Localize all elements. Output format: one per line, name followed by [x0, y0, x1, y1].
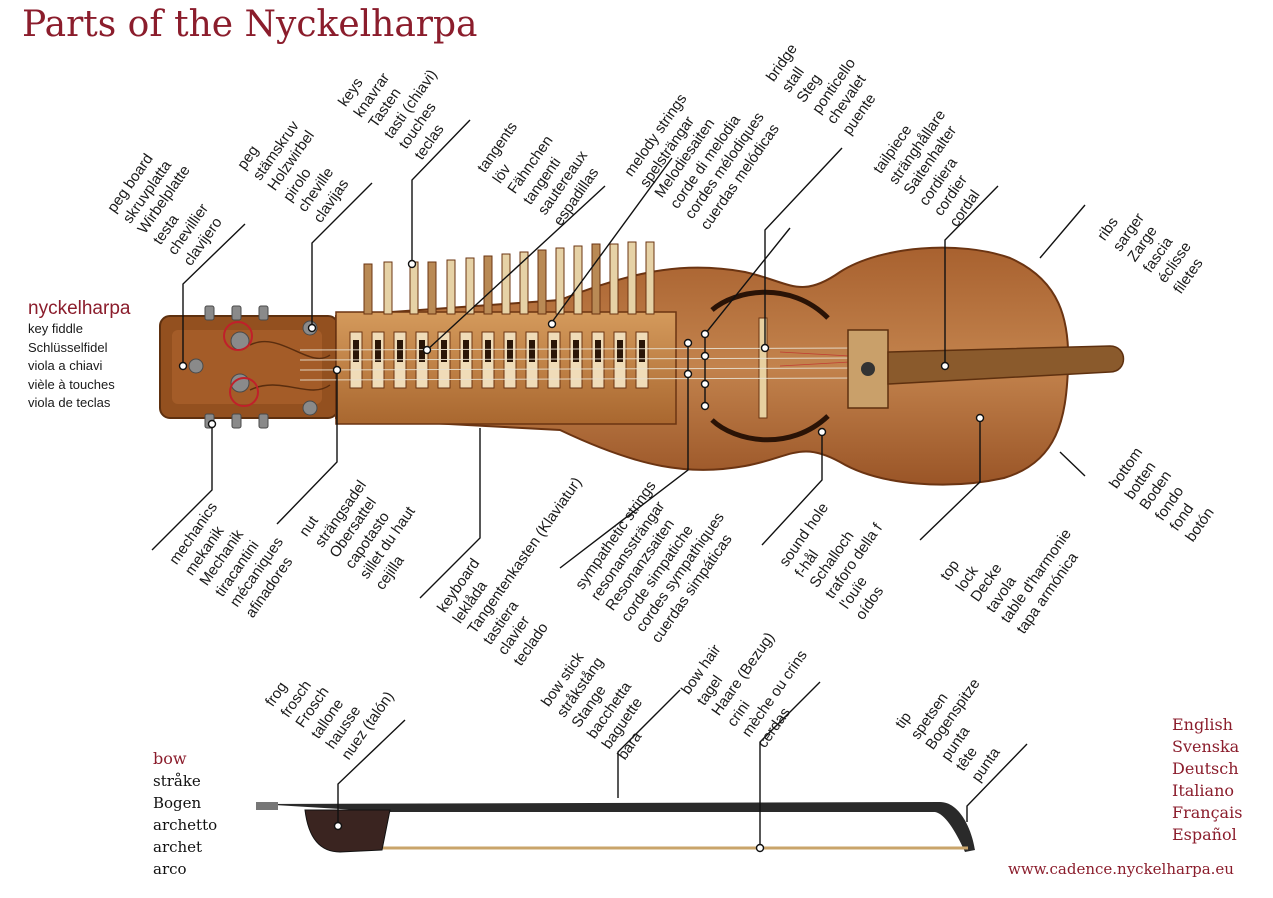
f-hole-lower — [710, 414, 830, 443]
bow-translation: stråke — [153, 772, 201, 790]
instrument-translation: viola de teclas — [28, 395, 111, 410]
bow-name: bow — [153, 749, 187, 768]
language-item: Español — [1172, 825, 1237, 844]
leader-dots — [178, 259, 985, 853]
instrument-translation: Schlüsselfidel — [28, 339, 108, 355]
instrument-illustration — [159, 241, 1125, 486]
key-handles — [363, 241, 655, 315]
instrument-translation: vièle à touches — [28, 376, 115, 392]
bow-stick-shape — [258, 802, 975, 852]
language-item: Français — [1172, 803, 1243, 822]
website-link[interactable]: www.cadence.nyckelharpa.eu — [1008, 860, 1234, 878]
frog-shape — [304, 809, 391, 853]
language-item: Svenska — [1172, 737, 1240, 756]
tail-handle — [887, 345, 1125, 385]
page-title: Parts of the Nyckelharpa — [22, 4, 478, 45]
language-item: English — [1172, 715, 1233, 734]
peg-shapes — [188, 305, 318, 429]
instrument-translation: viola a chiavi — [28, 358, 103, 373]
language-legend: English Svenska Deutsch Italiano Françai… — [1172, 714, 1242, 846]
bow-translation: arco — [153, 860, 187, 878]
bow-illustration — [256, 802, 975, 853]
bow-translation: archet — [153, 838, 203, 856]
instrument-name-block: nyckelharpa key fiddle Schlüsselfidel vi… — [28, 298, 130, 413]
bow-translation: archetto — [153, 816, 218, 834]
bow-name-block: bow stråke Bogen archetto archet arco — [153, 748, 217, 880]
language-item: Deutsch — [1172, 759, 1239, 778]
instrument-translation: key fiddle — [28, 321, 83, 336]
bow-translation: Bogen — [153, 794, 202, 812]
language-item: Italiano — [1172, 781, 1234, 800]
instrument-name: nyckelharpa — [28, 298, 131, 319]
